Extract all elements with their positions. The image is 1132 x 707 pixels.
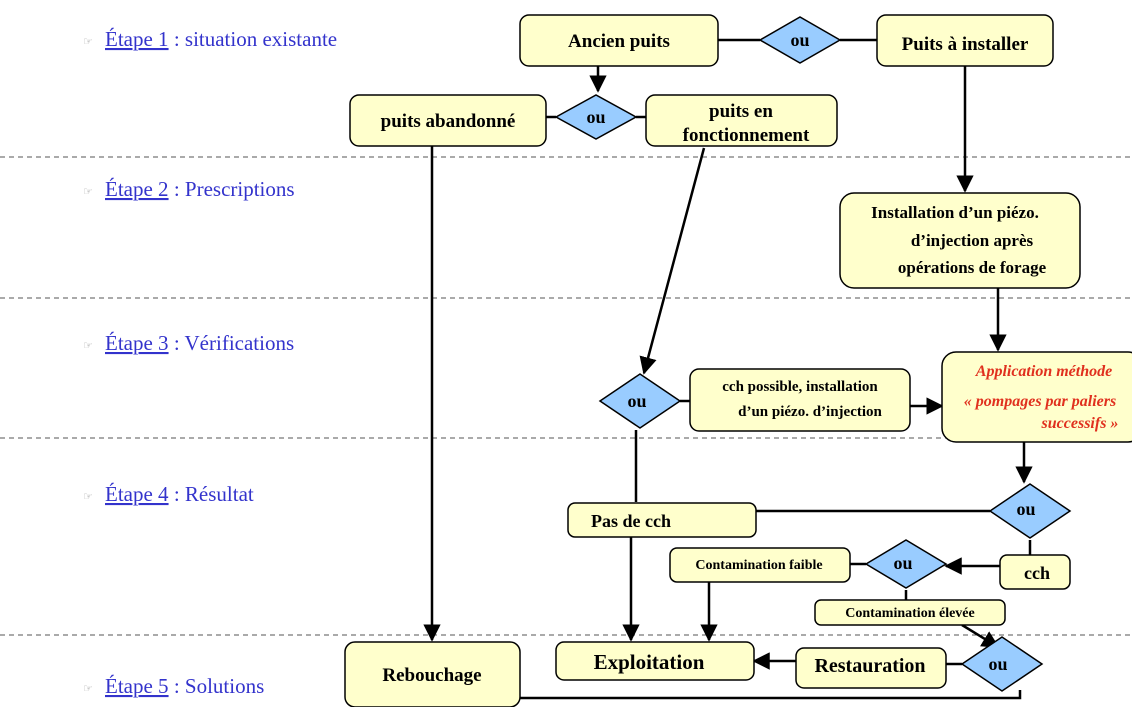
step-4-text: : Résultat xyxy=(169,482,254,506)
step-4-link[interactable]: Étape 4 xyxy=(105,482,169,506)
node-cch-possible-label-1: cch possible, installation xyxy=(722,379,878,395)
node-contamination-faible-label: Contamination faible xyxy=(695,558,822,573)
step-3-text: : Vérifications xyxy=(169,331,295,355)
step-list: ☞ Étape 1 : situation existante ☞ Étape … xyxy=(83,27,337,698)
decision-ou-5: ou xyxy=(864,539,948,589)
node-cch-possible-label-2: d’un piézo. d’injection xyxy=(738,404,882,420)
node-methode-label-1: Application méthode xyxy=(975,363,1112,380)
svg-text:Étape 3 : Vérifications: Étape 3 : Vérifications xyxy=(105,331,294,355)
decision-ou-top-label: ou xyxy=(790,30,809,50)
decision-ou-3-label: ou xyxy=(627,391,646,411)
node-puits-installer: Puits à installer xyxy=(876,14,1054,67)
step-3-link[interactable]: Étape 3 xyxy=(105,331,169,355)
node-pas-de-cch-label: Pas de cch xyxy=(591,511,671,531)
decision-ou-2: ou xyxy=(554,94,638,140)
node-puits-fonctionnement-label-1: puits en xyxy=(709,101,773,122)
node-rebouchage-label: Rebouchage xyxy=(382,665,481,686)
step-5-text: : Solutions xyxy=(169,674,265,698)
decision-ou-4-label: ou xyxy=(1016,499,1035,519)
node-installation-label-2: d’injection après xyxy=(911,231,1034,250)
nodes: Ancien puits ou Puits à installer puits … xyxy=(344,14,1132,707)
pointing-hand-icon: ☞ xyxy=(83,339,93,352)
decision-ou-6-label: ou xyxy=(988,654,1007,674)
node-puits-fonctionnement: puits en fonctionnement xyxy=(645,94,838,147)
decision-ou-3: ou xyxy=(598,373,682,429)
node-methode-label-2: « pompages par paliers xyxy=(964,393,1116,410)
decision-ou-top: ou xyxy=(758,16,842,64)
pointing-hand-icon: ☞ xyxy=(83,490,93,503)
step-5-link[interactable]: Étape 5 xyxy=(105,674,169,698)
node-installation-piezo: Installation d’un piézo. d’injection apr… xyxy=(839,192,1081,289)
decision-ou-4: ou xyxy=(988,483,1072,539)
decision-ou-2-label: ou xyxy=(586,107,605,127)
node-puits-installer-label: Puits à installer xyxy=(902,34,1029,55)
svg-text:Étape 5 : Solutions: Étape 5 : Solutions xyxy=(105,674,264,698)
svg-text:Étape 4 : Résultat: Étape 4 : Résultat xyxy=(105,482,254,506)
step-5: ☞ Étape 5 : Solutions xyxy=(83,674,264,698)
node-contamination-elevee: Contamination élevée xyxy=(814,599,1006,626)
node-cch-possible: cch possible, installation d’un piézo. d… xyxy=(689,368,911,432)
node-ancien-puits-label: Ancien puits xyxy=(568,31,670,52)
step-1-link[interactable]: Étape 1 xyxy=(105,27,169,51)
node-puits-abandonne-label: puits abandonné xyxy=(381,111,516,132)
node-exploitation: Exploitation xyxy=(555,641,755,681)
node-contamination-faible: Contamination faible xyxy=(669,547,851,583)
node-cch: cch xyxy=(999,554,1071,590)
connectors xyxy=(423,38,1033,700)
step-2: ☞ Étape 2 : Prescriptions xyxy=(83,177,295,201)
node-restauration-label: Restauration xyxy=(814,655,925,677)
step-2-link[interactable]: Étape 2 xyxy=(105,177,169,201)
pointing-hand-icon: ☞ xyxy=(83,35,93,48)
node-pas-de-cch: Pas de cch xyxy=(567,502,757,538)
step-4: ☞ Étape 4 : Résultat xyxy=(83,482,254,506)
node-exploitation-label: Exploitation xyxy=(594,650,705,674)
node-cch-label: cch xyxy=(1024,563,1050,583)
node-restauration: Restauration xyxy=(795,647,947,689)
connector-ou6-rebouchage xyxy=(520,690,1022,700)
svg-text:Étape 2 : Prescriptions: Étape 2 : Prescriptions xyxy=(105,177,295,201)
node-installation-label-1: Installation d’un piézo. xyxy=(871,203,1039,222)
node-ancien-puits: Ancien puits xyxy=(519,14,719,67)
node-installation-label-3: opérations de forage xyxy=(898,258,1047,277)
decision-ou-5-label: ou xyxy=(893,553,912,573)
step-2-text: : Prescriptions xyxy=(169,177,295,201)
step-1-text: : situation existante xyxy=(169,27,338,51)
step-3: ☞ Étape 3 : Vérifications xyxy=(83,331,294,355)
node-methode-label-3: successifs » xyxy=(1041,415,1119,432)
node-rebouchage: Rebouchage xyxy=(344,641,521,707)
pointing-hand-icon: ☞ xyxy=(83,682,93,695)
node-contamination-elevee-label: Contamination élevée xyxy=(845,606,974,621)
step-1: ☞ Étape 1 : situation existante xyxy=(83,27,337,51)
node-puits-fonctionnement-label-2: fonctionnement xyxy=(683,125,810,146)
pointing-hand-icon: ☞ xyxy=(83,185,93,198)
svg-text:Étape 1 : situation existante: Étape 1 : situation existante xyxy=(105,27,337,51)
arrow-fonct-to-ou3 xyxy=(639,147,706,375)
node-puits-abandonne: puits abandonné xyxy=(349,94,547,147)
decision-ou-6: ou xyxy=(960,636,1044,692)
node-methode-paliers: Application méthode « pompages par palie… xyxy=(941,351,1132,443)
